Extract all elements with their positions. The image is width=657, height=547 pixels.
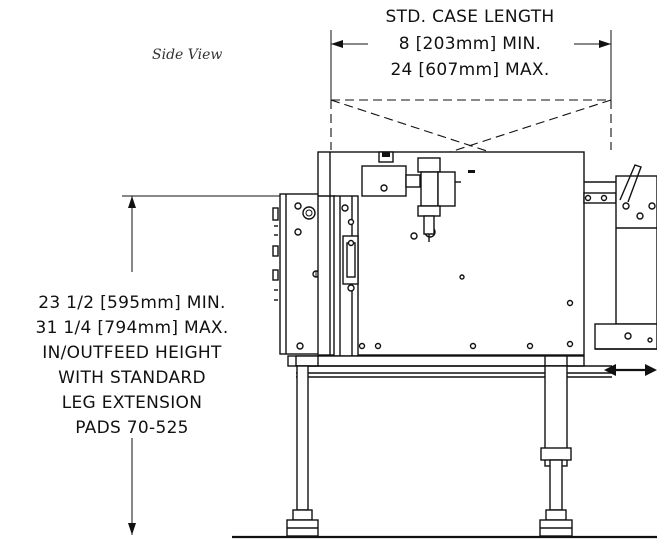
case-length-arrow-left bbox=[331, 40, 343, 48]
case-length-title: STD. CASE LENGTH bbox=[386, 7, 555, 27]
height-arrow-top bbox=[128, 196, 136, 208]
filter-regulator bbox=[420, 171, 439, 207]
case-length-max: 24 [607mm] MAX. bbox=[390, 60, 549, 80]
case-length-dimension: STD. CASE LENGTH 8 [203mm] MIN. 24 [607m… bbox=[330, 7, 612, 100]
outfeed-frame bbox=[615, 175, 657, 325]
height-line-4: WITH STANDARD bbox=[58, 368, 206, 388]
case-length-min: 8 [203mm] MIN. bbox=[399, 34, 541, 54]
panel-knob-icon bbox=[302, 206, 316, 220]
case-outline bbox=[330, 99, 612, 153]
height-arrow-bottom bbox=[128, 523, 136, 535]
base-plate bbox=[287, 355, 585, 367]
double-arrow-icon bbox=[604, 364, 657, 376]
height-dimension: 23 1/2 [595mm] MIN. 31 1/4 [794mm] MAX. … bbox=[35, 195, 300, 535]
side-view-caption: Side View bbox=[152, 47, 222, 63]
height-line-3: IN/OUTFEED HEIGHT bbox=[42, 343, 222, 363]
emergency-stop-icon bbox=[382, 152, 390, 157]
right-conveyor bbox=[583, 164, 657, 350]
left-leg bbox=[286, 365, 319, 537]
machine bbox=[272, 151, 657, 537]
center-leg bbox=[539, 365, 573, 537]
height-line-1: 23 1/2 [595mm] MIN. bbox=[38, 293, 226, 313]
height-line-2: 31 1/4 [794mm] MAX. bbox=[35, 318, 228, 338]
case-length-arrow-right bbox=[599, 40, 611, 48]
height-line-5: LEG EXTENSION bbox=[62, 393, 203, 413]
pneumatic-assembly bbox=[361, 151, 461, 242]
height-line-6: PADS 70-525 bbox=[75, 418, 189, 438]
